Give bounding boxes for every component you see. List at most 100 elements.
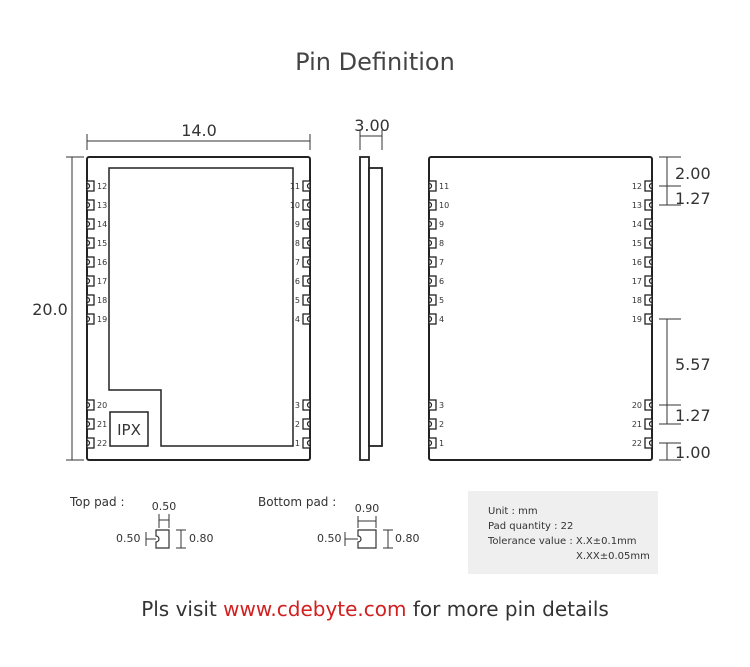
pin-number: 16	[97, 258, 107, 267]
website-link[interactable]: www.cdebyte.com	[223, 597, 407, 621]
pin-pad	[86, 399, 95, 411]
footer-prefix: Pls visit	[141, 597, 224, 621]
dim-top-offset: 2.00	[675, 164, 711, 183]
pin-pad	[644, 256, 653, 268]
pin-pad	[302, 180, 311, 192]
pin-pad	[428, 399, 437, 411]
castellation-hole	[648, 182, 653, 190]
pin-pad	[644, 418, 653, 430]
dim-pitch-bottom: 1.27	[675, 406, 711, 425]
pin-pad	[86, 180, 95, 192]
pin-number: 12	[632, 182, 642, 191]
footer-suffix: for more pin details	[406, 597, 609, 621]
unit-text: Unit : mm	[488, 506, 538, 517]
castellation-hole	[306, 258, 311, 266]
pin-pad	[428, 275, 437, 287]
pin-pad	[644, 437, 653, 449]
pin-pad	[644, 313, 653, 325]
castellation-hole	[428, 420, 433, 428]
castellation-hole	[86, 258, 91, 266]
castellation-hole	[306, 182, 311, 190]
pad-quantity-text: Pad quantity : 22	[488, 521, 574, 532]
pin-number: 15	[632, 239, 642, 248]
pin-number: 5	[439, 296, 444, 305]
castellation-hole	[648, 220, 653, 228]
castellation-hole	[306, 220, 311, 228]
pin-number: 7	[295, 258, 300, 267]
dim-bottom-offset: 1.00	[675, 443, 711, 462]
dim-pitch-top: 1.27	[675, 189, 711, 208]
bottom-pad-left: 0.50	[317, 532, 342, 545]
thickness-label: 3.00	[354, 116, 390, 135]
castellation-hole	[86, 439, 91, 447]
castellation-hole	[428, 296, 433, 304]
top-pad-left: 0.50	[116, 532, 141, 545]
castellation-hole	[648, 296, 653, 304]
pin-number: 17	[97, 277, 107, 286]
pin-number: 13	[632, 201, 642, 210]
pin-pad	[428, 218, 437, 230]
tolerance-text: Tolerance value : X.X±0.1mm	[488, 536, 637, 547]
castellation-hole	[428, 258, 433, 266]
castellation-hole	[428, 277, 433, 285]
castellation-hole	[306, 296, 311, 304]
pin-pad	[644, 218, 653, 230]
footer-note: Pls visit www.cdebyte.com for more pin d…	[0, 597, 750, 621]
ipx-antenna-connector	[109, 411, 149, 447]
pin-number: 8	[439, 239, 444, 248]
pin-pad	[644, 294, 653, 306]
shield-outline	[108, 167, 294, 447]
top-pad-width: 0.50	[152, 500, 177, 513]
castellation-hole	[648, 258, 653, 266]
pin-pad	[302, 399, 311, 411]
pin-number: 10	[439, 201, 449, 210]
pin-pad	[302, 418, 311, 430]
castellation-hole	[86, 239, 91, 247]
castellation-hole	[428, 220, 433, 228]
pin-pad	[86, 313, 95, 325]
pin-pad	[428, 180, 437, 192]
pin-pad	[428, 418, 437, 430]
side-shield	[368, 167, 383, 447]
castellation-hole	[86, 296, 91, 304]
bottom-pad-drawing: Bottom pad : 0.90 0.50 0.80	[258, 495, 420, 549]
pin-number: 20	[632, 401, 642, 410]
pin-number: 11	[439, 182, 449, 191]
pin-pad	[428, 256, 437, 268]
castellation-hole	[306, 315, 311, 323]
pin-spacing-dimensions	[659, 156, 681, 461]
pin-number: 18	[97, 296, 107, 305]
pin-number: 1	[295, 439, 300, 448]
castellation-hole	[648, 239, 653, 247]
castellation-hole	[428, 182, 433, 190]
castellation-hole	[428, 201, 433, 209]
pin-pad	[644, 199, 653, 211]
castellation-hole	[306, 439, 311, 447]
castellation-hole	[648, 439, 653, 447]
pin-number: 2	[439, 420, 444, 429]
pin-pad	[302, 294, 311, 306]
castellation-hole	[306, 201, 311, 209]
side-pcb	[359, 156, 370, 461]
castellation-hole	[428, 401, 433, 409]
castellation-hole	[86, 220, 91, 228]
castellation-hole	[648, 315, 653, 323]
pin-number: 16	[632, 258, 642, 267]
pin-pad	[428, 313, 437, 325]
pin-number: 4	[295, 315, 300, 324]
pin-pad	[302, 218, 311, 230]
pin-number: 13	[97, 201, 107, 210]
page-title: Pin Definition	[295, 48, 455, 76]
bottom-module-outline	[428, 156, 653, 461]
pin-pad	[86, 199, 95, 211]
pin-pad	[86, 256, 95, 268]
pin-pad	[86, 275, 95, 287]
castellation-hole	[306, 277, 311, 285]
pin-pad	[428, 237, 437, 249]
castellation-hole	[306, 420, 311, 428]
top-pad-drawing: Top pad : 0.50 0.50 0.80	[69, 495, 214, 549]
castellation-hole	[648, 420, 653, 428]
castellation-hole	[86, 315, 91, 323]
